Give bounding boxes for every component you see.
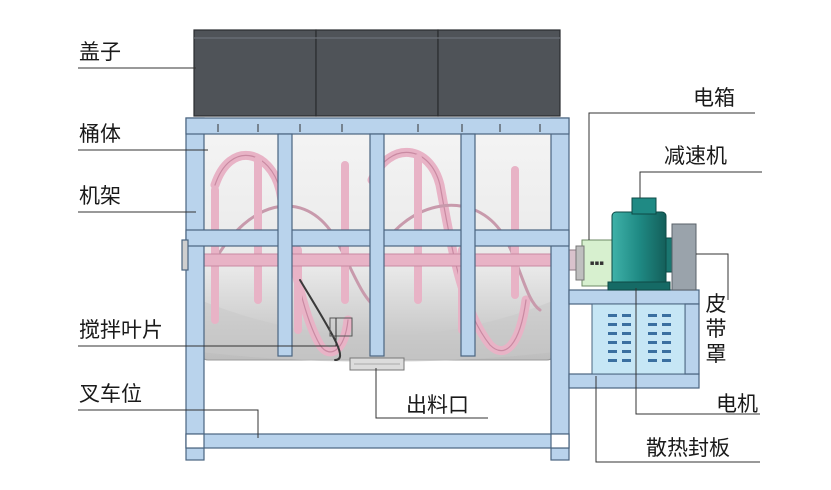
machine-frame [181, 117, 570, 461]
label-heat-plate: 散热封板 [646, 436, 730, 460]
belt-cover [671, 223, 697, 291]
gear-reducer [607, 197, 677, 291]
blade-marker [329, 317, 353, 337]
leader-lines [78, 67, 762, 463]
heat-plate [591, 303, 686, 375]
label-forklift: 叉车位 [79, 382, 142, 406]
label-barrel: 桶体 [79, 122, 121, 146]
drive-platform [568, 289, 700, 389]
label-outlet: 出料口 [406, 393, 469, 417]
label-blade: 搅拌叶片 [79, 318, 163, 342]
lids [193, 29, 561, 117]
label-reducer: 减速机 [664, 144, 727, 168]
electric-box: ▪▪▪ [575, 239, 613, 287]
lid-bolts [217, 124, 541, 132]
discharge-outlet [349, 357, 405, 371]
label-electric-box: 电箱 [693, 86, 735, 110]
svg-text:▪▪▪: ▪▪▪ [590, 259, 604, 267]
vent-slots [608, 314, 671, 362]
label-belt-cover: 皮 带 罩 [705, 292, 727, 366]
label-motor: 电机 [716, 392, 758, 416]
label-lid: 盖子 [79, 40, 121, 64]
label-frame: 机架 [79, 184, 121, 208]
